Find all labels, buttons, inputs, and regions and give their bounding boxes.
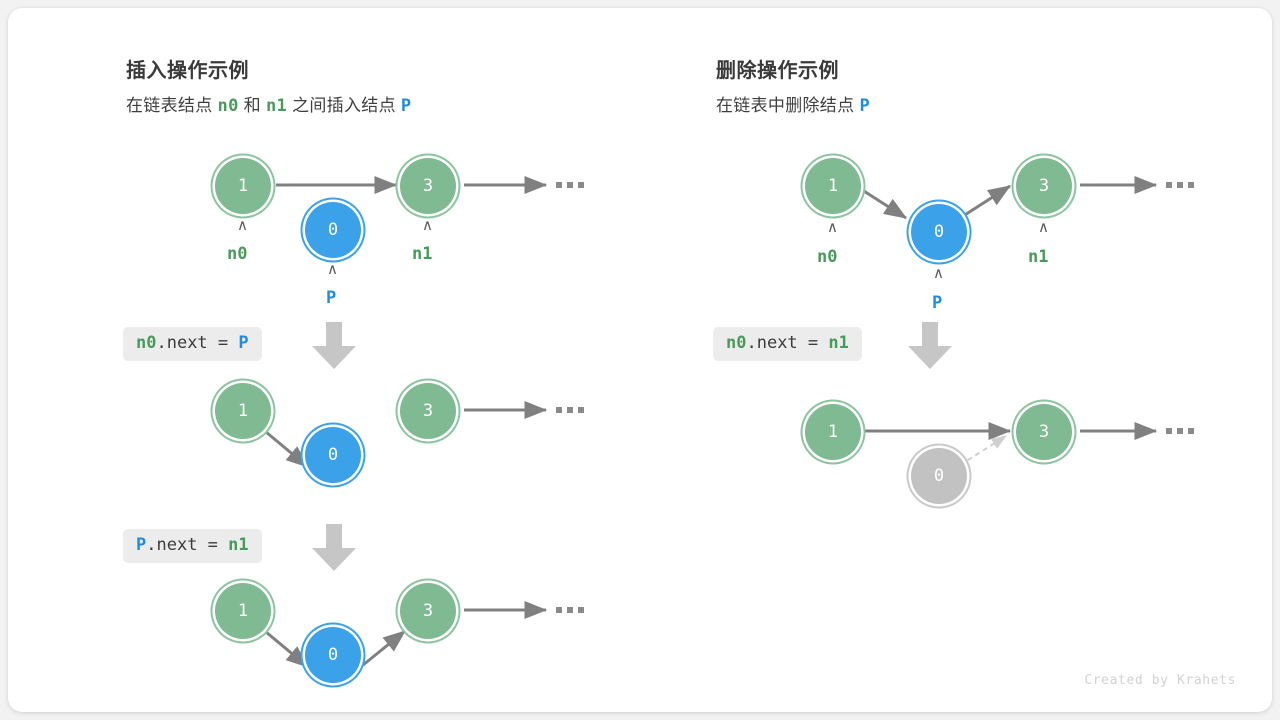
caret-n0-row1: ∧ bbox=[237, 216, 248, 234]
text-run: n0 bbox=[726, 333, 747, 353]
caret-n0-del-row1: ∧ bbox=[827, 218, 838, 236]
node-n1-row1[interactable]: 3 bbox=[400, 158, 456, 214]
tag-n0-del-row1: n0 bbox=[817, 247, 838, 267]
text-run: n0 bbox=[217, 96, 239, 116]
text-run: P bbox=[136, 535, 147, 555]
caret-p-row1: ∧ bbox=[327, 260, 338, 278]
text-run: P bbox=[859, 96, 870, 116]
text-run: .next = bbox=[746, 333, 829, 353]
ellipsis-row2 bbox=[556, 407, 584, 413]
credit-footer: Created by Krahets bbox=[1084, 673, 1236, 688]
insert-step-2-down-arrow bbox=[312, 524, 356, 571]
tag-n0-row1: n0 bbox=[227, 244, 248, 264]
text-run: n1 bbox=[228, 535, 249, 555]
delete-panel-title: 删除操作示例 bbox=[716, 60, 839, 82]
tag-n1-row1: n1 bbox=[412, 244, 433, 264]
insert-panel-subtitle: 在链表结点 n0 和 n1 之间插入结点 P bbox=[126, 91, 411, 116]
caret-n1-row1: ∧ bbox=[422, 216, 433, 234]
node-n0-del-row1[interactable]: 1 bbox=[805, 158, 861, 214]
caret-n1-del-row1: ∧ bbox=[1038, 218, 1049, 236]
insert-step-1-code: n0.next = P bbox=[123, 327, 262, 361]
insert-panel-title: 插入操作示例 bbox=[126, 60, 249, 82]
insert-step-1-down-arrow bbox=[312, 322, 356, 369]
text-run: n1 bbox=[828, 333, 849, 353]
content-card: 插入操作示例 在链表结点 n0 和 n1 之间插入结点 P bbox=[8, 8, 1272, 712]
node-n1-row3[interactable]: 3 bbox=[400, 583, 456, 639]
node-deleted-del-row2[interactable]: 0 bbox=[911, 448, 967, 504]
text-run: .next = bbox=[156, 333, 239, 353]
tag-n1-del-row1: n1 bbox=[1028, 247, 1049, 267]
node-n1-row2[interactable]: 3 bbox=[400, 383, 456, 439]
text-run: n0 bbox=[136, 333, 157, 353]
text-run: 在链表结点 bbox=[126, 96, 218, 115]
text-run: n1 bbox=[265, 96, 288, 116]
ellipsis-row1 bbox=[556, 182, 584, 188]
ellipsis-del-row2 bbox=[1166, 428, 1194, 434]
node-n0-row3[interactable]: 1 bbox=[215, 583, 271, 639]
node-p-del-row1[interactable]: 0 bbox=[911, 204, 967, 260]
node-p-row2[interactable]: 0 bbox=[305, 427, 361, 483]
panel-delete-operation: 删除操作示例 在链表中删除结点 P 1 0 3 bbox=[598, 8, 1272, 712]
node-n0-row1[interactable]: 1 bbox=[215, 158, 271, 214]
node-n0-del-row2[interactable]: 1 bbox=[805, 404, 861, 460]
delete-step-1-code: n0.next = n1 bbox=[713, 327, 862, 361]
text-run: 和 bbox=[238, 96, 266, 115]
insert-step-2-code: P.next = n1 bbox=[123, 529, 262, 563]
delete-panel-subtitle: 在链表中删除结点 P bbox=[716, 91, 870, 116]
delete-arrows bbox=[855, 175, 1158, 466]
node-p-row3[interactable]: 0 bbox=[305, 627, 361, 683]
node-n0-row2[interactable]: 1 bbox=[215, 383, 271, 439]
text-run: 在链表中删除结点 bbox=[716, 96, 860, 115]
delete-step-1-down-arrow bbox=[908, 322, 952, 369]
tag-p-del-row1: P bbox=[932, 293, 943, 313]
text-run: 之间插入结点 bbox=[287, 96, 401, 115]
tag-p-row1: P bbox=[326, 288, 337, 308]
insert-row1-arrows bbox=[265, 175, 548, 669]
text-run: .next = bbox=[146, 535, 229, 555]
text-run: P bbox=[238, 333, 249, 353]
node-p-row1[interactable]: 0 bbox=[305, 202, 361, 258]
panel-insert-operation: 插入操作示例 在链表结点 n0 和 n1 之间插入结点 P bbox=[8, 8, 640, 712]
ellipsis-row3 bbox=[556, 607, 584, 613]
node-n1-del-row1[interactable]: 3 bbox=[1016, 158, 1072, 214]
node-n1-del-row2[interactable]: 3 bbox=[1016, 404, 1072, 460]
caret-p-del-row1: ∧ bbox=[933, 264, 944, 282]
text-run: P bbox=[400, 96, 412, 116]
ellipsis-del-row1 bbox=[1166, 182, 1194, 188]
